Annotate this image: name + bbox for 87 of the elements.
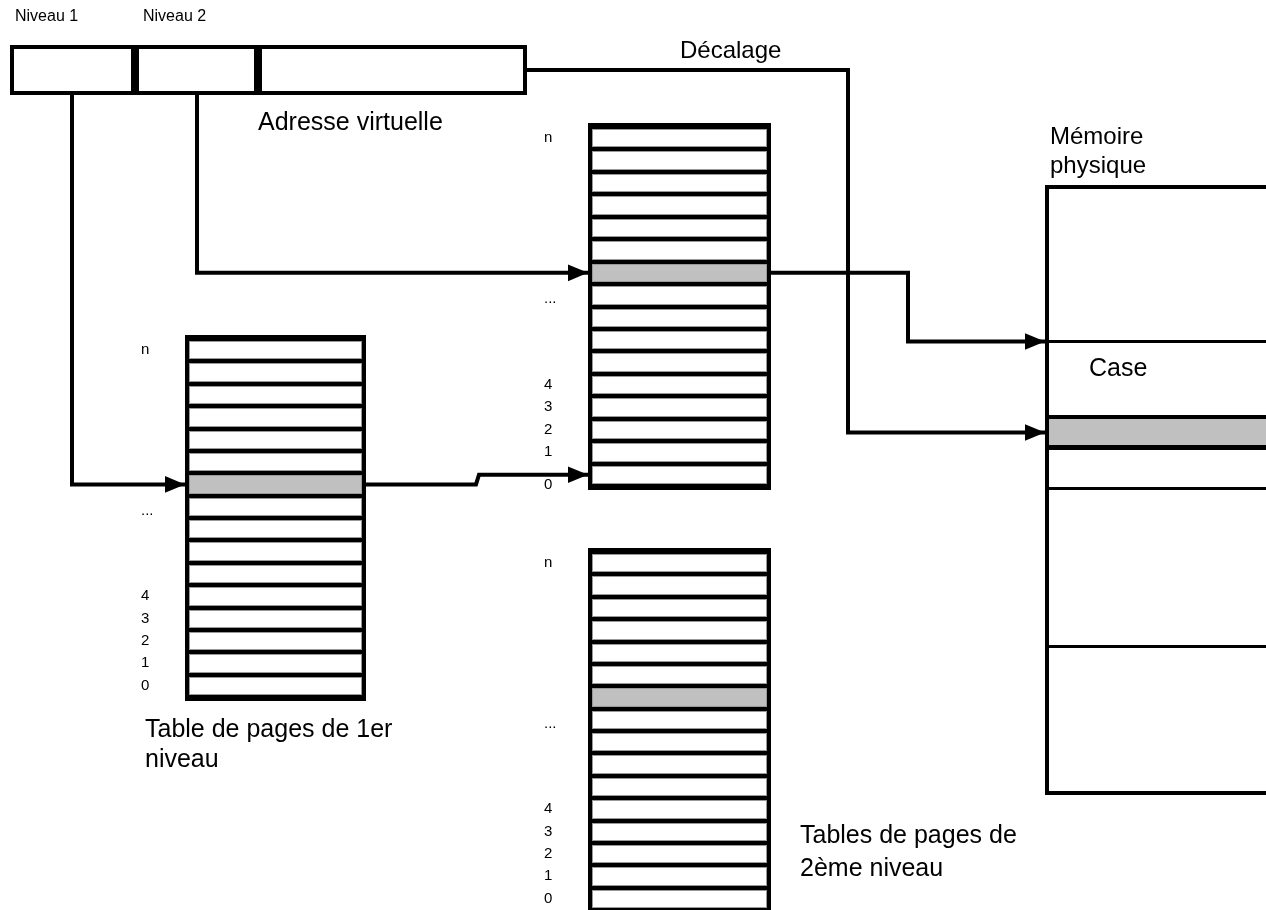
table-entry xyxy=(592,375,767,395)
table-entry xyxy=(189,430,362,449)
table-entry xyxy=(189,341,362,360)
row-index: 2 xyxy=(141,631,150,650)
arrow xyxy=(771,270,1045,350)
row-index: 1 xyxy=(544,442,553,461)
row-index: n xyxy=(141,340,150,359)
table-entry xyxy=(189,385,362,405)
table-entry xyxy=(592,398,767,417)
physical-memory xyxy=(1045,185,1266,795)
arrow xyxy=(527,68,1045,441)
memory-word xyxy=(1049,415,1266,450)
row-index: 3 xyxy=(141,608,150,627)
table-entry xyxy=(592,196,767,215)
frame-label: Case xyxy=(1089,352,1148,382)
table-entry xyxy=(189,564,362,584)
row-index: 1 xyxy=(544,866,553,885)
table-entry xyxy=(592,710,767,729)
table-entry xyxy=(592,576,767,595)
table-entry xyxy=(592,598,767,618)
table-entry xyxy=(592,777,767,797)
row-index: 0 xyxy=(141,675,150,694)
table-entry xyxy=(189,408,362,427)
row-index: 3 xyxy=(544,821,553,840)
table-entry xyxy=(592,151,767,170)
table-entry xyxy=(189,497,362,516)
row-index: 4 xyxy=(141,586,150,605)
row-index: 1 xyxy=(141,653,150,672)
table-entry xyxy=(189,452,362,472)
table-entry xyxy=(592,330,767,350)
table-entry xyxy=(592,308,767,327)
table-entry xyxy=(189,654,362,673)
page-table xyxy=(185,335,366,701)
table-entry xyxy=(189,631,362,651)
table-entry xyxy=(592,867,767,886)
table-entry xyxy=(189,542,362,561)
table-entry xyxy=(592,643,767,662)
table-entry xyxy=(592,800,767,819)
table-entry xyxy=(592,889,767,908)
table-entry xyxy=(592,443,767,462)
page-table xyxy=(588,123,771,490)
table-entry xyxy=(592,688,767,707)
ellipsis-label: ... xyxy=(544,713,557,732)
row-index: n xyxy=(544,128,553,147)
table-entry xyxy=(592,755,767,774)
row-index: 2 xyxy=(544,419,553,438)
table-entry xyxy=(592,286,767,305)
table-entry xyxy=(592,822,767,841)
memory-frame xyxy=(1049,340,1266,490)
row-index: 0 xyxy=(544,888,553,907)
memory-caption: Mémoire physique xyxy=(1050,122,1148,180)
table-entry xyxy=(592,665,767,685)
field-label: Niveau 2 xyxy=(143,6,207,26)
table-entry xyxy=(592,621,767,640)
row-index: 3 xyxy=(544,397,553,416)
table-entry xyxy=(592,733,767,752)
table-entry xyxy=(189,676,362,695)
table-entry xyxy=(592,465,767,484)
row-index: 2 xyxy=(544,844,553,863)
table-entry xyxy=(592,129,767,148)
table-entry xyxy=(592,173,767,193)
arrow xyxy=(366,466,588,487)
table-entry xyxy=(592,241,767,260)
table-entry xyxy=(189,475,362,494)
field-label: Niveau 1 xyxy=(15,6,79,26)
page-table xyxy=(588,548,771,910)
register-caption: Adresse virtuelle xyxy=(258,106,443,136)
row-index: n xyxy=(544,553,553,572)
table-entry xyxy=(592,263,767,283)
table-entry xyxy=(189,520,362,539)
table-caption: Table de pages de 1er niveau xyxy=(145,713,394,773)
table-entry xyxy=(592,353,767,372)
ellipsis-label: ... xyxy=(141,500,154,519)
row-index: 4 xyxy=(544,799,553,818)
table-entry xyxy=(592,218,767,238)
table-entry xyxy=(189,609,362,628)
arrow xyxy=(70,95,185,493)
table-entry xyxy=(592,554,767,573)
row-index: 4 xyxy=(544,375,553,394)
arrow xyxy=(195,95,588,282)
ellipsis-label: ... xyxy=(544,289,557,308)
table-caption: Tables de pages de 2ème niveau xyxy=(800,819,1018,883)
row-index: 0 xyxy=(544,474,553,493)
table-entry xyxy=(592,420,767,440)
table-entry xyxy=(592,844,767,864)
table-entry xyxy=(189,363,362,382)
table-entry xyxy=(189,587,362,606)
